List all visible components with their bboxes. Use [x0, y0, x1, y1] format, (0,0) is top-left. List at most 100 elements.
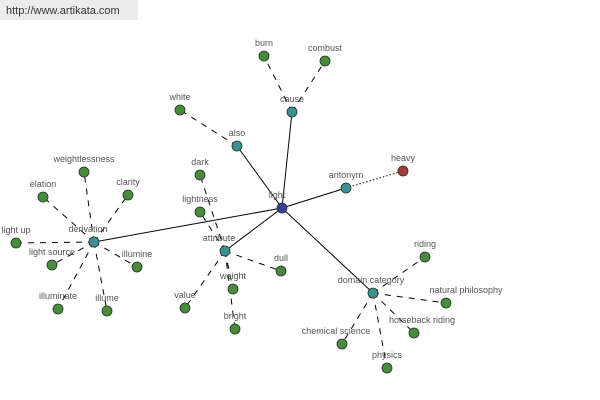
node-circle[interactable]	[37, 191, 49, 203]
node-label: light source	[29, 247, 75, 257]
node-heavy[interactable]: heavy	[391, 153, 416, 177]
node-circle[interactable]	[219, 245, 231, 257]
node-circle[interactable]	[52, 303, 64, 315]
node-circle[interactable]	[419, 251, 431, 263]
node-horseback[interactable]: horseback riding	[389, 315, 455, 339]
node-bright[interactable]: bright	[224, 311, 247, 335]
edge-domain-physics	[372, 292, 388, 369]
edge-domain-natphil	[372, 292, 447, 304]
node-circle[interactable]	[227, 283, 239, 295]
node-label: elation	[30, 179, 57, 189]
node-illumine[interactable]: illumine	[122, 249, 153, 273]
node-circle[interactable]	[88, 236, 100, 248]
node-lightup[interactable]: light up	[1, 225, 31, 249]
node-domain[interactable]: domain category	[338, 275, 405, 299]
node-label: bright	[224, 311, 247, 321]
node-label: weight	[219, 271, 247, 281]
node-label: cause	[280, 94, 304, 104]
node-circle[interactable]	[179, 302, 191, 314]
node-label: antonym	[329, 170, 364, 180]
node-elation[interactable]: elation	[30, 179, 57, 203]
node-light[interactable]: light	[269, 190, 288, 214]
node-label: heavy	[391, 153, 416, 163]
node-also[interactable]: also	[229, 128, 246, 152]
node-circle[interactable]	[367, 287, 379, 299]
node-antonym[interactable]: antonym	[329, 170, 364, 194]
node-circle[interactable]	[286, 106, 298, 118]
node-circle[interactable]	[194, 169, 206, 181]
node-natphil[interactable]: natural philosophy	[429, 285, 503, 309]
node-label: dark	[191, 157, 209, 167]
node-label: light up	[1, 225, 30, 235]
node-illume[interactable]: illume	[95, 293, 119, 317]
node-circle[interactable]	[276, 202, 288, 214]
edge-derivation-lightsource	[51, 241, 95, 266]
node-lightness[interactable]: lightness	[182, 194, 218, 218]
node-dull[interactable]: dull	[274, 253, 288, 277]
node-label: light	[269, 190, 286, 200]
edge-light-domain	[281, 207, 374, 294]
edge-domain-chemsci	[341, 292, 374, 345]
node-label: value	[174, 290, 196, 300]
node-value[interactable]: value	[174, 290, 196, 314]
site-url[interactable]: http://www.artikata.com	[0, 0, 138, 20]
node-circle[interactable]	[275, 265, 287, 277]
node-circle[interactable]	[101, 305, 113, 317]
node-circle[interactable]	[381, 362, 393, 374]
node-circle[interactable]	[131, 261, 143, 273]
node-illuminate[interactable]: illuminate	[39, 291, 77, 315]
node-circle[interactable]	[408, 327, 420, 339]
node-circle[interactable]	[231, 140, 243, 152]
node-label: white	[168, 92, 190, 102]
node-chemsci[interactable]: chemical science	[302, 326, 371, 350]
node-dark[interactable]: dark	[191, 157, 209, 181]
node-label: weightlessness	[52, 154, 115, 164]
node-circle[interactable]	[258, 50, 270, 62]
edge-derivation-illumine	[93, 241, 138, 268]
node-circle[interactable]	[336, 338, 348, 350]
edge-cause-combust	[291, 60, 326, 113]
node-label: lightness	[182, 194, 218, 204]
node-circle[interactable]	[319, 55, 331, 67]
node-circle[interactable]	[340, 182, 352, 194]
node-weight[interactable]: weight	[219, 271, 247, 295]
node-combust[interactable]: combust	[308, 43, 343, 67]
node-label: clarity	[116, 177, 140, 187]
edge-derivation-illuminate	[57, 241, 95, 310]
node-physics[interactable]: physics	[372, 350, 403, 374]
node-attribute[interactable]: attribute	[203, 233, 236, 257]
node-derivation[interactable]: derivation	[68, 224, 108, 248]
edge-light-attribute	[224, 207, 283, 252]
node-circle[interactable]	[122, 189, 134, 201]
edge-derivation-lightup	[15, 241, 95, 244]
node-circle[interactable]	[10, 237, 22, 249]
node-label: attribute	[203, 233, 236, 243]
node-weightlessness[interactable]: weightlessness	[52, 154, 115, 178]
node-label: illume	[95, 293, 119, 303]
node-circle[interactable]	[194, 206, 206, 218]
node-circle[interactable]	[46, 259, 58, 271]
node-label: domain category	[338, 275, 405, 285]
node-circle[interactable]	[174, 104, 186, 116]
node-clarity[interactable]: clarity	[116, 177, 140, 201]
edge-light-antonym	[281, 187, 347, 209]
node-circle[interactable]	[229, 323, 241, 335]
node-white[interactable]: white	[168, 92, 191, 116]
edge-attribute-dark	[199, 174, 226, 252]
node-label: chemical science	[302, 326, 371, 336]
node-circle[interactable]	[397, 165, 409, 177]
node-label: burn	[255, 38, 273, 48]
edge-light-cause	[281, 111, 293, 209]
node-burn[interactable]: burn	[255, 38, 273, 62]
node-circle[interactable]	[78, 166, 90, 178]
node-label: natural philosophy	[429, 285, 503, 295]
node-label: also	[229, 128, 246, 138]
node-circle[interactable]	[440, 297, 452, 309]
node-riding[interactable]: riding	[414, 239, 436, 263]
edge-attribute-lightness	[199, 211, 226, 252]
node-label: illuminate	[39, 291, 77, 301]
edge-derivation-clarity	[93, 194, 129, 243]
node-cause[interactable]: cause	[280, 94, 304, 118]
node-lightsource[interactable]: light source	[29, 247, 75, 271]
